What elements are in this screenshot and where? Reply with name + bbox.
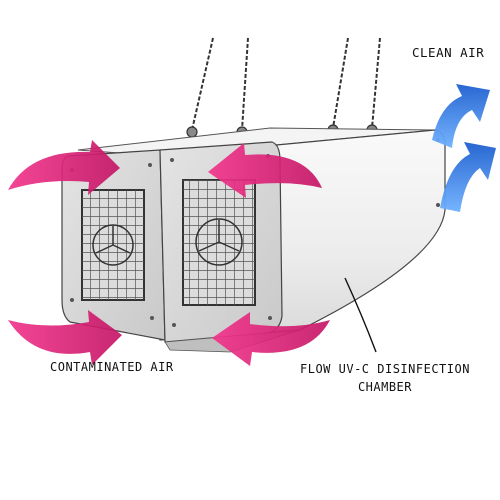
clean-air-arrows	[432, 84, 496, 212]
curved-arrow-pink	[212, 312, 330, 366]
clean-air-label: CLEAN AIR	[412, 45, 485, 60]
curved-arrow-pink	[208, 143, 322, 198]
chain-left-1	[191, 37, 214, 131]
chain-right-1	[332, 37, 349, 129]
curved-arrow-pink	[8, 140, 120, 195]
chamber-pointer-line	[344, 277, 377, 353]
fan-grille-right	[182, 179, 256, 306]
chain-left-2	[241, 37, 249, 131]
hanging-chains	[191, 37, 381, 131]
curved-arrow-pink	[8, 310, 122, 365]
disinfection-chamber-label: FLOW UV-C DISINFECTION CHAMBER	[300, 360, 470, 396]
chamber-label-line-2: CHAMBER	[357, 380, 413, 394]
curved-arrow-blue	[440, 142, 496, 212]
fan-icon	[92, 224, 134, 266]
chamber-label-line-1: FLOW UV-C DISINFECTION	[300, 362, 470, 376]
contaminated-air-label: CONTAMINATED AIR	[50, 360, 174, 374]
fan-icon	[195, 218, 243, 266]
chain-right-2	[371, 37, 381, 129]
curved-arrow-blue	[432, 84, 490, 148]
contaminated-air-arrows	[8, 140, 330, 366]
fan-grille-left	[81, 189, 145, 301]
